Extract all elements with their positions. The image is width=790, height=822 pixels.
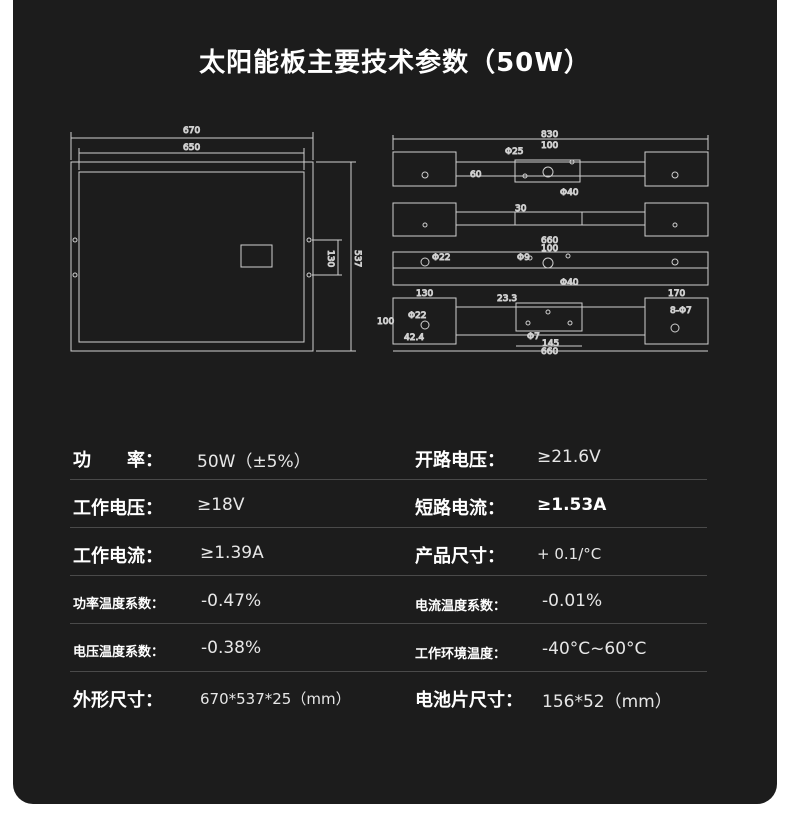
page-title: 太阳能板主要技术参数（50W） (199, 48, 591, 78)
spec-value-cell-size: 156*52（mm） (542, 692, 672, 712)
dim-130-back: 130 (416, 289, 433, 299)
dim-phi25: Φ25 (505, 147, 524, 157)
spec-label-working-current: 工作电流： (73, 546, 163, 567)
dim-60: 60 (470, 170, 482, 180)
dim-23-3: 23.3 (497, 294, 517, 304)
spec-value-operating-temp: -40°C~60°C (542, 639, 647, 659)
dim-8phi7: 8-Φ7 (670, 306, 692, 316)
dim-830: 830 (541, 130, 558, 140)
back-view (392, 135, 709, 352)
dim-phi40-b: Φ40 (560, 278, 579, 288)
spec-value-dimensions: 670*537*25（mm） (200, 690, 351, 708)
spec-label-working-voltage: 工作电压： (73, 498, 163, 519)
spec-label-short-circuit-current: 短路电流： (415, 498, 505, 519)
row-divider (70, 575, 707, 576)
front-view (70, 132, 356, 352)
spec-label-power-temp-coeff: 功率温度系数： (73, 597, 165, 612)
spec-label-current-temp-coeff: 电流温度系数： (415, 599, 507, 614)
row-divider (70, 623, 707, 624)
spec-label-operating-temp: 工作环境温度： (415, 647, 507, 662)
dim-100-b: 100 (541, 244, 558, 254)
dim-537: 537 (352, 250, 362, 267)
dim-phi22-b: Φ22 (408, 311, 427, 321)
row-divider (70, 527, 707, 528)
dim-145: 145 (542, 339, 559, 349)
spec-card (13, 0, 777, 804)
spec-value-power: 50W（±5%） (197, 452, 311, 472)
spec-label-power: 功 率： (73, 450, 163, 471)
spec-value-product-size: + 0.1/°C (537, 545, 602, 563)
dim-170: 170 (668, 289, 685, 299)
spec-value-working-current: ≥1.39A (200, 543, 264, 563)
dim-phi7: Φ7 (527, 332, 540, 342)
spec-label-product-size: 产品尺寸： (415, 546, 505, 567)
dim-670: 670 (183, 126, 200, 136)
spec-value-working-voltage: ≥18V (197, 495, 245, 515)
spec-label-dimensions: 外形尺寸： (73, 690, 163, 711)
dim-660-bottom: 660 (541, 347, 558, 357)
spec-label-open-circuit-voltage: 开路电压： (415, 450, 505, 471)
dim-phi40-top: Φ40 (560, 188, 579, 198)
row-divider (70, 671, 707, 672)
spec-value-open-circuit-voltage: ≥21.6V (537, 447, 601, 467)
spec-value-power-temp-coeff: -0.47% (201, 591, 262, 611)
dim-130: 130 (325, 250, 335, 267)
dim-100-top: 100 (541, 141, 558, 151)
spec-value-current-temp-coeff: -0.01% (542, 591, 603, 611)
dim-42-4: 42.4 (404, 333, 424, 343)
spec-value-short-circuit-current: ≥1.53A (537, 495, 607, 515)
spec-label-voltage-temp-coeff: 电压温度系数： (73, 645, 165, 660)
spec-label-cell-size: 电池片尺寸： (415, 690, 523, 711)
dim-650: 650 (183, 143, 200, 153)
dim-phi22-a: Φ22 (432, 253, 451, 263)
dim-660: 660 (541, 236, 558, 246)
dim-100-side: 100 (377, 317, 394, 327)
dim-phi9: Φ9 (517, 253, 530, 263)
spec-value-voltage-temp-coeff: -0.38% (201, 638, 262, 658)
dim-30: 30 (515, 204, 527, 214)
row-divider (70, 479, 707, 480)
